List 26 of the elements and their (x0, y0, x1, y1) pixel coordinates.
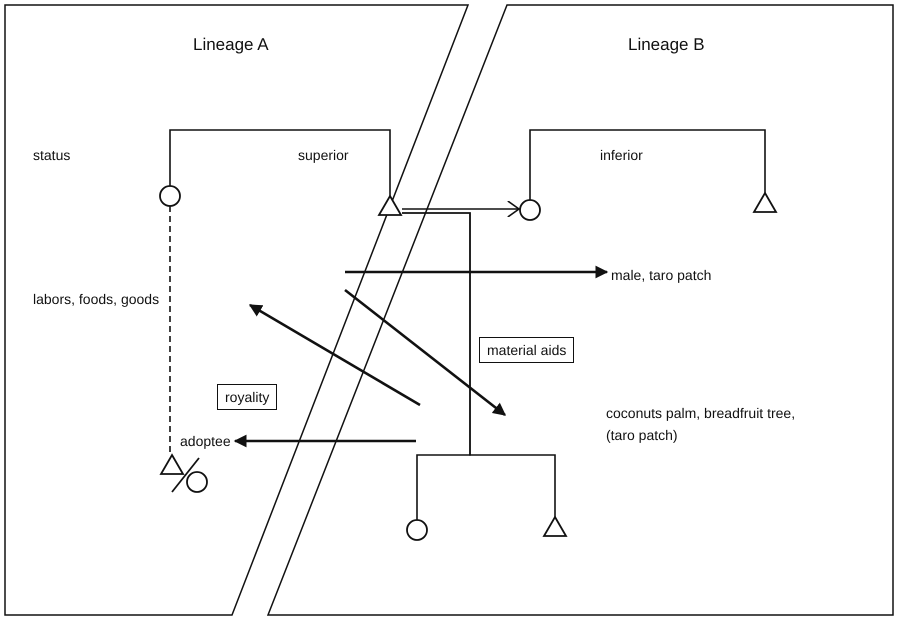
text-label: coconuts palm, breadfruit tree, (taro patch) (606, 402, 821, 446)
lineage-heading: Lineage B (628, 36, 705, 54)
text-label: adoptee (180, 432, 231, 450)
text-label: male, taro patch (611, 266, 712, 284)
text-label: labors, foods, goods (33, 290, 160, 308)
kinship-line (402, 212, 556, 517)
text-box: material aids (479, 337, 574, 363)
kinship-line (169, 129, 391, 196)
arrow (234, 434, 416, 448)
male-triangle (542, 515, 568, 537)
marriage-arrow (402, 200, 520, 218)
arrow (345, 266, 608, 278)
status-label: superior (298, 146, 349, 164)
male-triangle (752, 191, 778, 213)
female-circle (406, 519, 428, 541)
kinship-line (529, 129, 766, 200)
female-circle (159, 185, 181, 207)
text-box: royality (217, 384, 278, 410)
adoption-line (169, 206, 171, 455)
lineage-heading: Lineage A (193, 36, 269, 54)
male-triangle (377, 194, 403, 216)
female-circle (519, 199, 541, 221)
male-triangle (159, 453, 185, 475)
status-label: status (33, 146, 70, 164)
status-label: inferior (600, 146, 643, 164)
female-circle (186, 471, 208, 493)
